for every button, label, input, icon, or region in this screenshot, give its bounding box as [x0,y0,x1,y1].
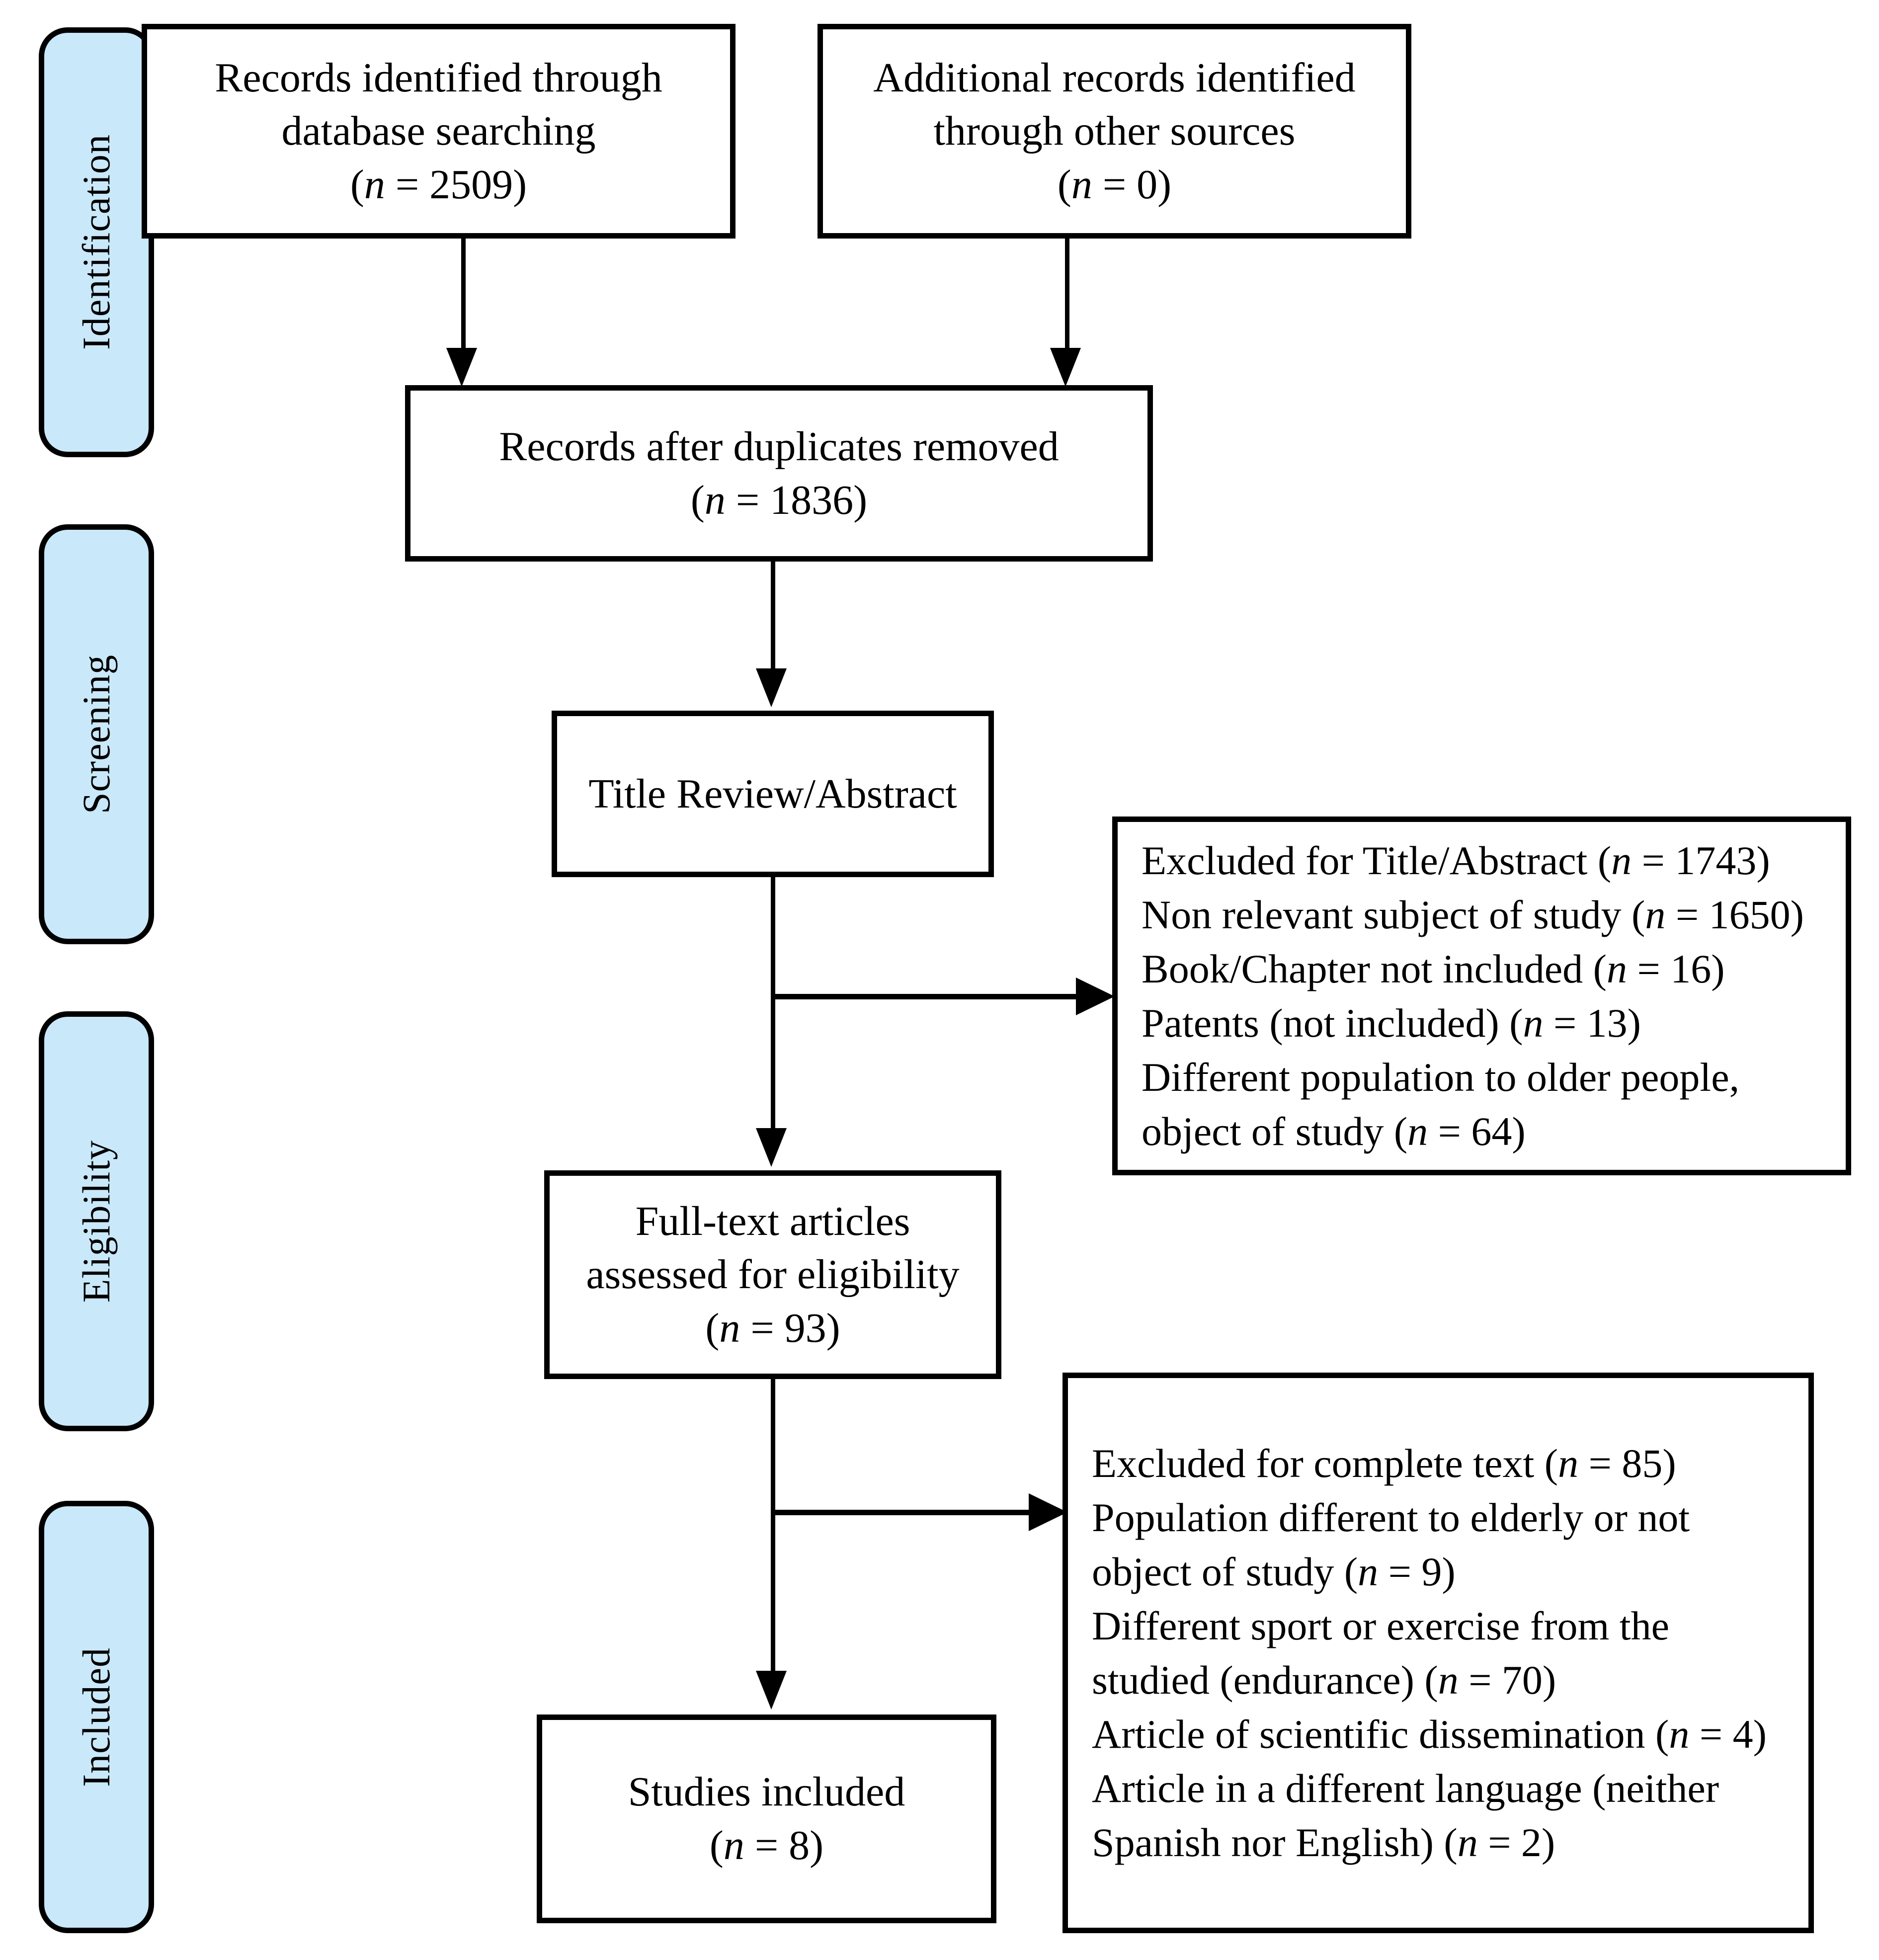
full-text-line-1: Full-text articles [635,1198,910,1244]
title-abstract-line-1: Title Review/Abstract [588,770,957,817]
exclusion-screening-line-1: Excluded for Title/Abstract (n = 1743) [1142,837,1770,883]
stage-pill-eligibility: Eligibility [39,1011,154,1431]
full-text-line-2: assessed for eligibility [586,1251,960,1298]
box-title-abstract: Title Review/Abstract [552,711,994,877]
stage-label-screening: Screening [75,654,118,814]
box-studies-included: Studies included (n = 8) [537,1715,996,1923]
arrowhead-other-to-duplicates [1050,348,1081,387]
other-records-line-2: through other sources [933,108,1296,155]
connector-title-to-exclusions [771,994,1079,999]
database-records-count: (n = 2509) [350,161,527,208]
arrowhead-title-to-exclusions [1076,978,1115,1015]
connector-duplicates-to-title [771,562,775,676]
studies-included-line-1: Studies included [628,1769,905,1815]
other-records-line-1: Additional records identified [873,54,1356,101]
records-after-duplicates-count: (n = 1836) [690,477,868,523]
full-text-count: (n = 93) [705,1305,840,1351]
arrowhead-database-to-duplicates [446,348,477,387]
database-records-line-1: Records identified through [215,54,662,101]
exclusion-screening-line-5: Different population to older people, ob… [1142,1055,1740,1154]
stage-pill-included: Included [39,1501,154,1933]
stage-label-eligibility: Eligibility [75,1140,118,1303]
connector-other-to-duplicates [1065,239,1069,363]
box-records-after-duplicates: Records after duplicates removed (n = 18… [405,385,1153,562]
exclusion-screening-line-4: Patents (not included) (n = 13) [1142,1000,1641,1046]
exclusion-eligibility-line-4: Article of scientific dissemination (n =… [1092,1712,1767,1757]
arrowhead-duplicates-to-title [756,668,787,707]
connector-database-to-duplicates [461,239,466,363]
stage-pill-identification: Identification [39,27,154,457]
box-exclusions-screening: Excluded for Title/Abstract (n = 1743) N… [1112,817,1851,1175]
connector-fulltext-to-included [771,1379,775,1677]
box-exclusions-eligibility: Excluded for complete text (n = 85) Popu… [1062,1373,1814,1933]
arrowhead-fulltext-to-exclusions [1029,1493,1067,1531]
database-records-line-2: database searching [281,108,596,155]
stage-label-identification: Identification [75,134,118,350]
exclusion-eligibility-line-1: Excluded for complete text (n = 85) [1092,1440,1676,1486]
exclusion-screening-line-2: Non relevant subject of study (n = 1650) [1142,892,1804,937]
studies-included-count: (n = 8) [709,1822,824,1869]
connector-fulltext-to-exclusions [771,1510,1032,1515]
exclusion-eligibility-line-3: Different sport or exercise from the stu… [1092,1603,1669,1703]
connector-title-to-fulltext [771,877,775,1136]
records-after-duplicates-line-1: Records after duplicates removed [499,423,1059,470]
arrowhead-fulltext-to-included [756,1671,787,1710]
stage-pill-screening: Screening [39,524,154,944]
box-other-records: Additional records identified through ot… [817,24,1411,239]
box-full-text-articles: Full-text articles assessed for eligibil… [544,1170,1001,1379]
exclusion-eligibility-line-5: Article in a different language (neither… [1092,1766,1719,1866]
exclusion-eligibility-line-2: Population different to elderly or not o… [1092,1494,1690,1594]
stage-label-included: Included [75,1647,118,1787]
exclusion-screening-line-3: Book/Chapter not included (n = 16) [1142,946,1725,991]
other-records-count: (n = 0) [1057,161,1172,208]
arrowhead-title-to-fulltext [756,1128,787,1167]
box-database-records: Records identified through database sear… [142,24,735,239]
